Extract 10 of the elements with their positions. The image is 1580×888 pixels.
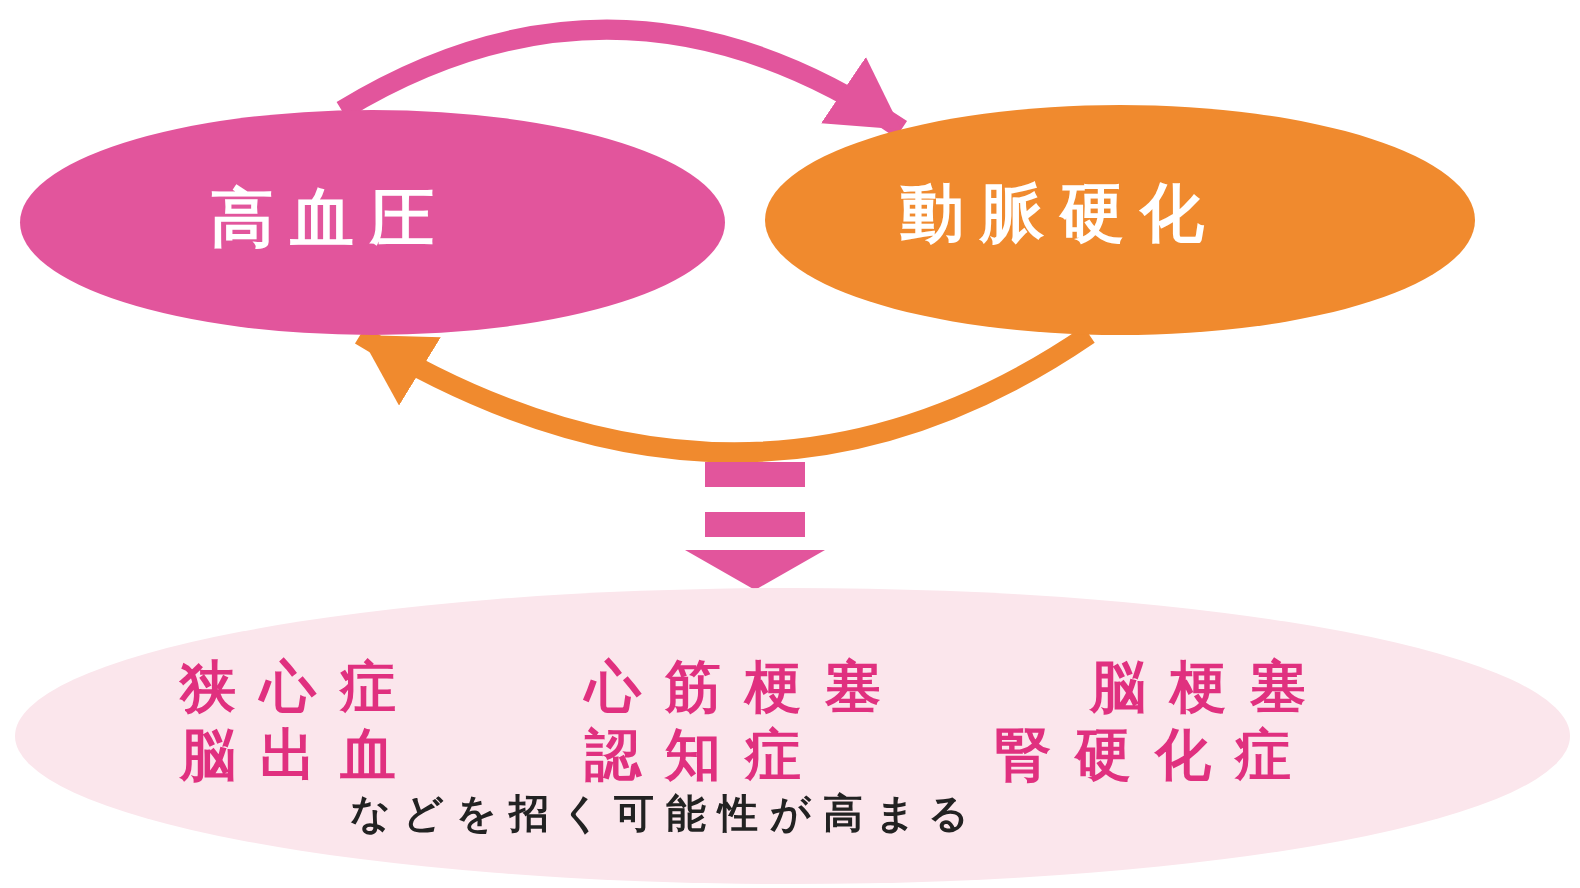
node-label: 高血圧 <box>210 180 450 257</box>
node-label: 脳梗塞 <box>1090 653 1330 721</box>
node-label: などを招く可能性が高まる <box>350 789 981 838</box>
node-label: 腎硬化症 <box>995 721 1315 789</box>
node-label: 認知症 <box>585 721 825 789</box>
node-label: 心筋梗塞 <box>585 653 905 721</box>
arrow <box>685 462 825 590</box>
node-label: 動脈硬化 <box>900 175 1220 252</box>
node-label: 狭心症 <box>180 653 420 721</box>
node-label: 脳出血 <box>180 721 420 789</box>
